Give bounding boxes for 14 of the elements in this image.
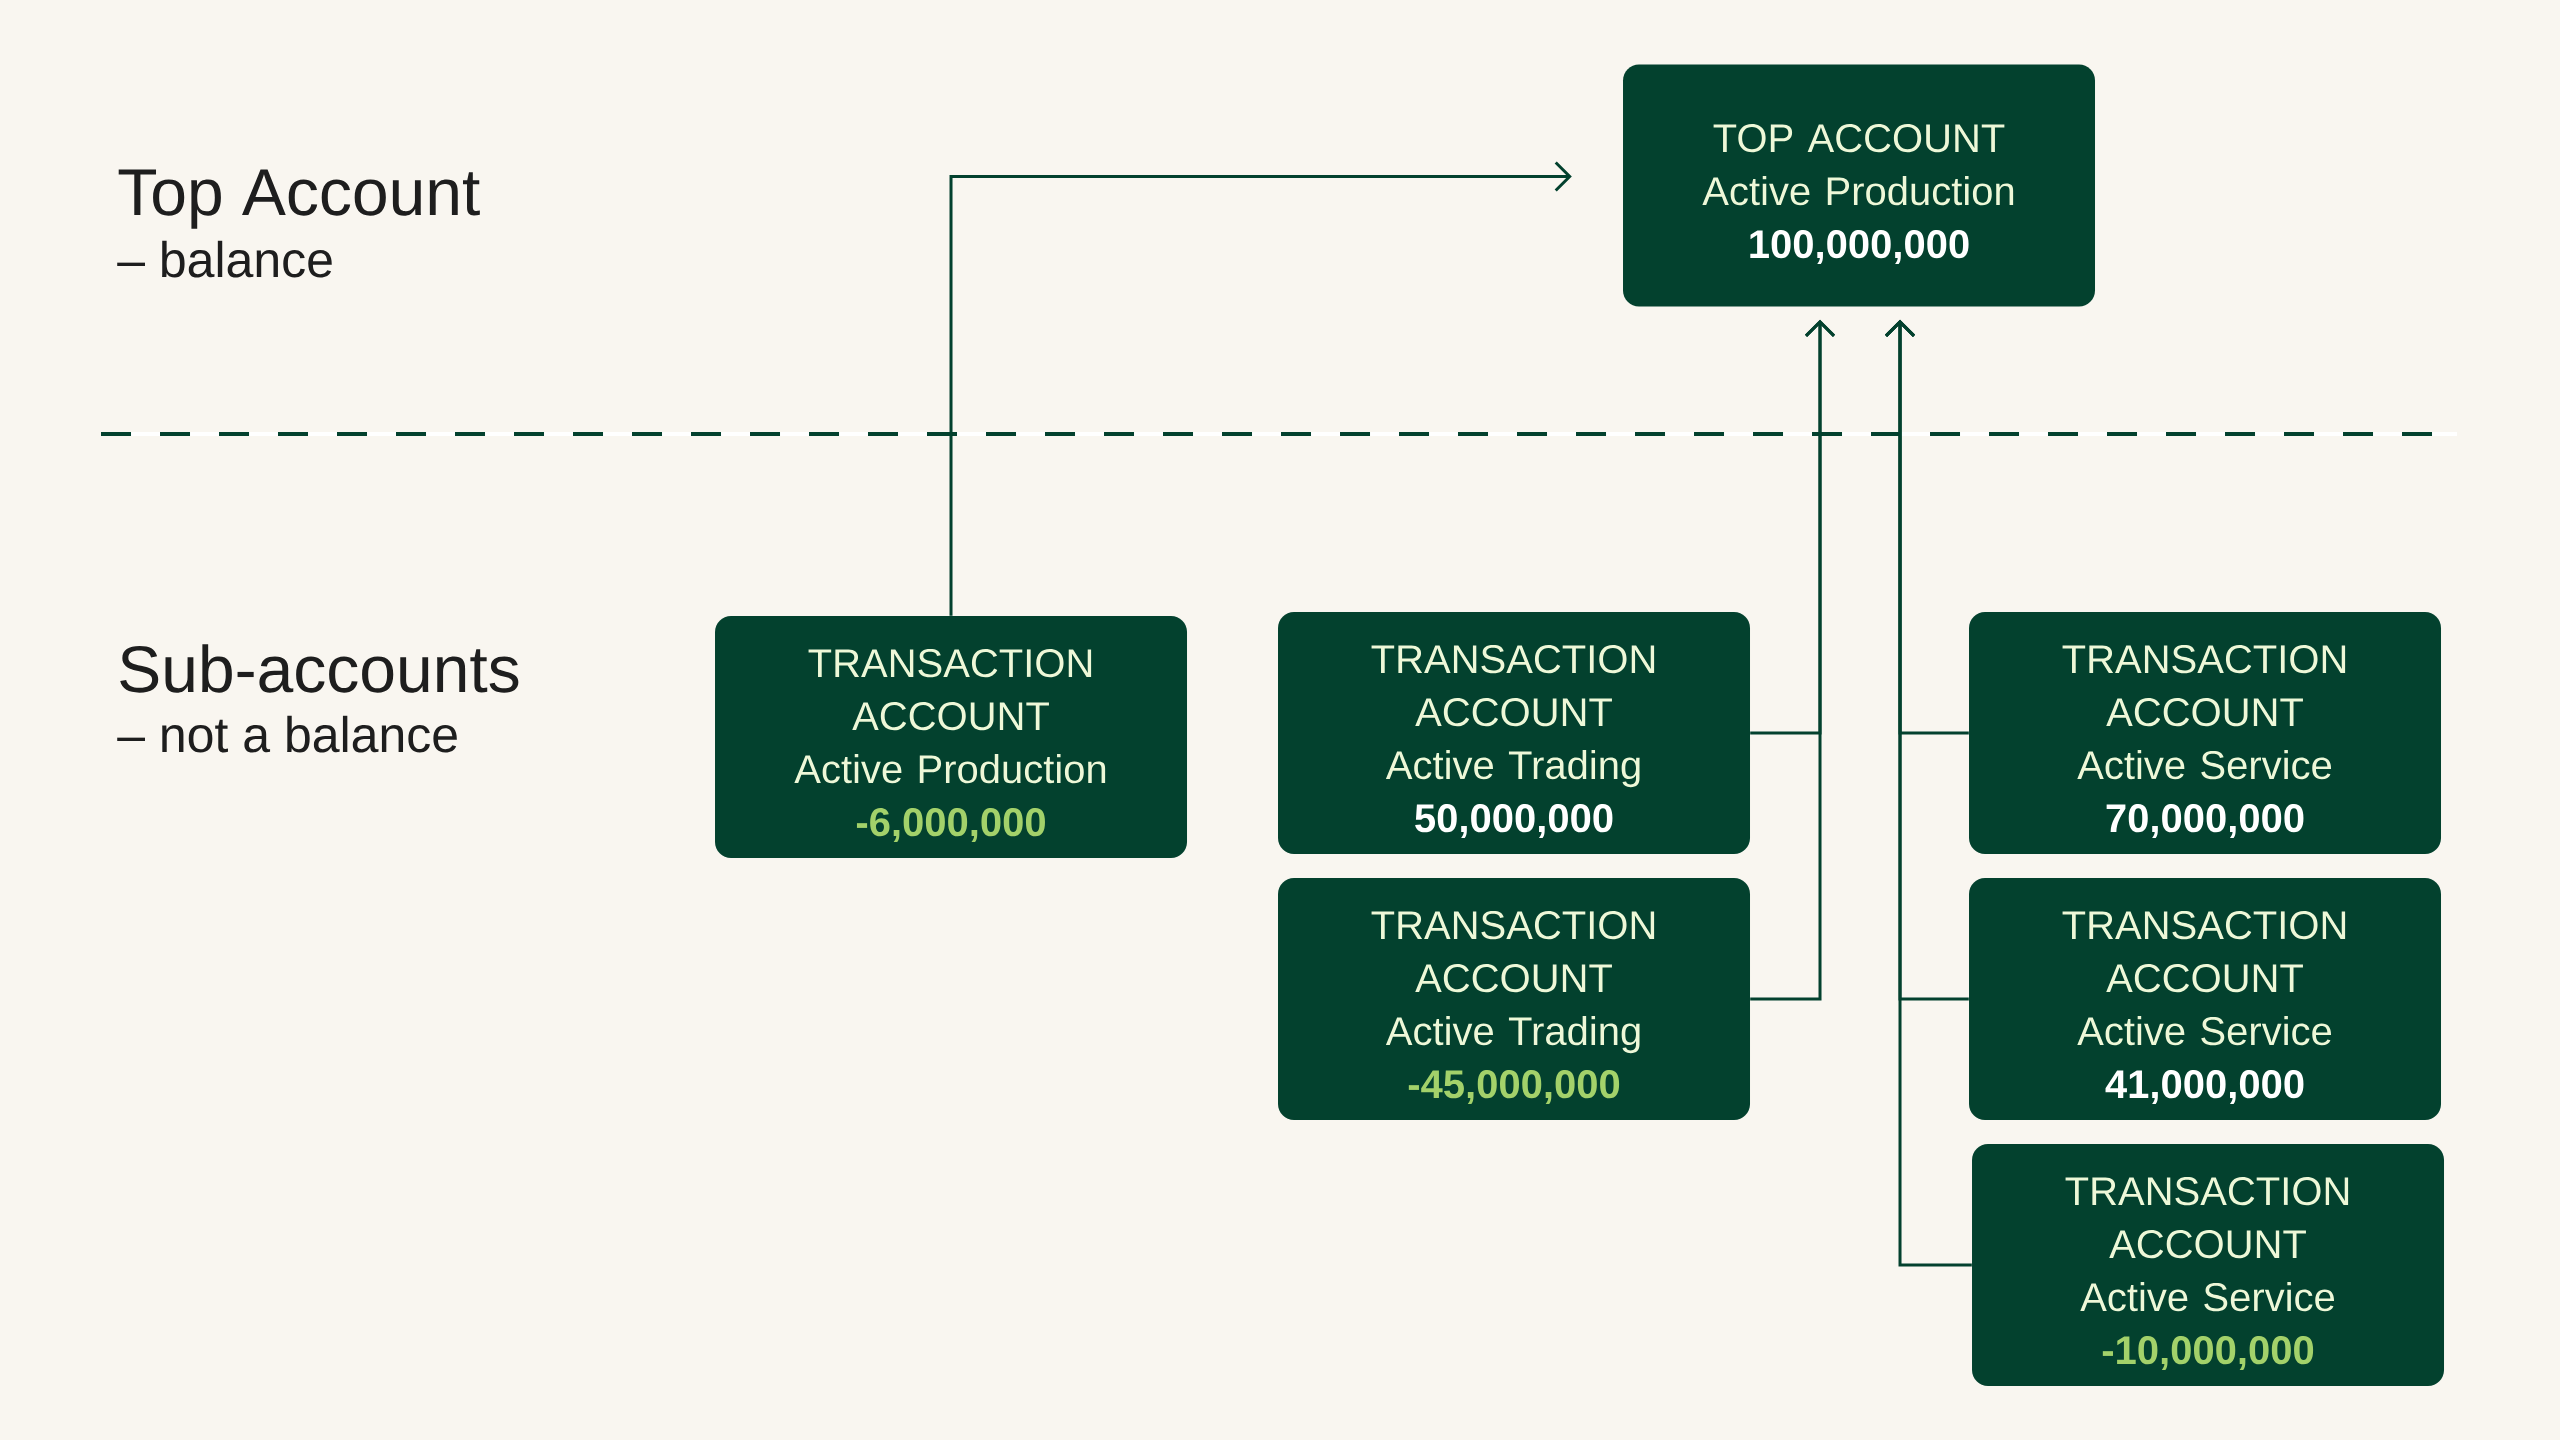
account-box: TRANSACTION ACCOUNT Active Production -6,000,000 xyxy=(715,616,1187,858)
account-box: TOP ACCOUNT Active Production 100,000,000 xyxy=(1623,64,2095,307)
arrow xyxy=(949,161,1572,616)
section-note: – not a balance xyxy=(117,715,457,753)
account-box: TRANSACTION ACCOUNT Active Service -10,000,000 xyxy=(1972,1144,2444,1386)
arrow xyxy=(1884,319,1972,1267)
account-box: TRANSACTION ACCOUNT Active Service 41,000,000 xyxy=(1969,878,2441,1120)
account-box: TRANSACTION ACCOUNT Active Trading -45,000,000 xyxy=(1278,878,1750,1120)
arrow xyxy=(1750,319,1836,1001)
account-box: TRANSACTION ACCOUNT Active Service 70,000,000 xyxy=(1969,612,2441,854)
section-heading: Sub-accounts xyxy=(120,644,519,693)
account-box: TRANSACTION ACCOUNT Active Trading 50,000,000 xyxy=(1278,612,1750,854)
section-note: – balance xyxy=(117,240,332,278)
section-heading: Top Account xyxy=(118,169,480,229)
